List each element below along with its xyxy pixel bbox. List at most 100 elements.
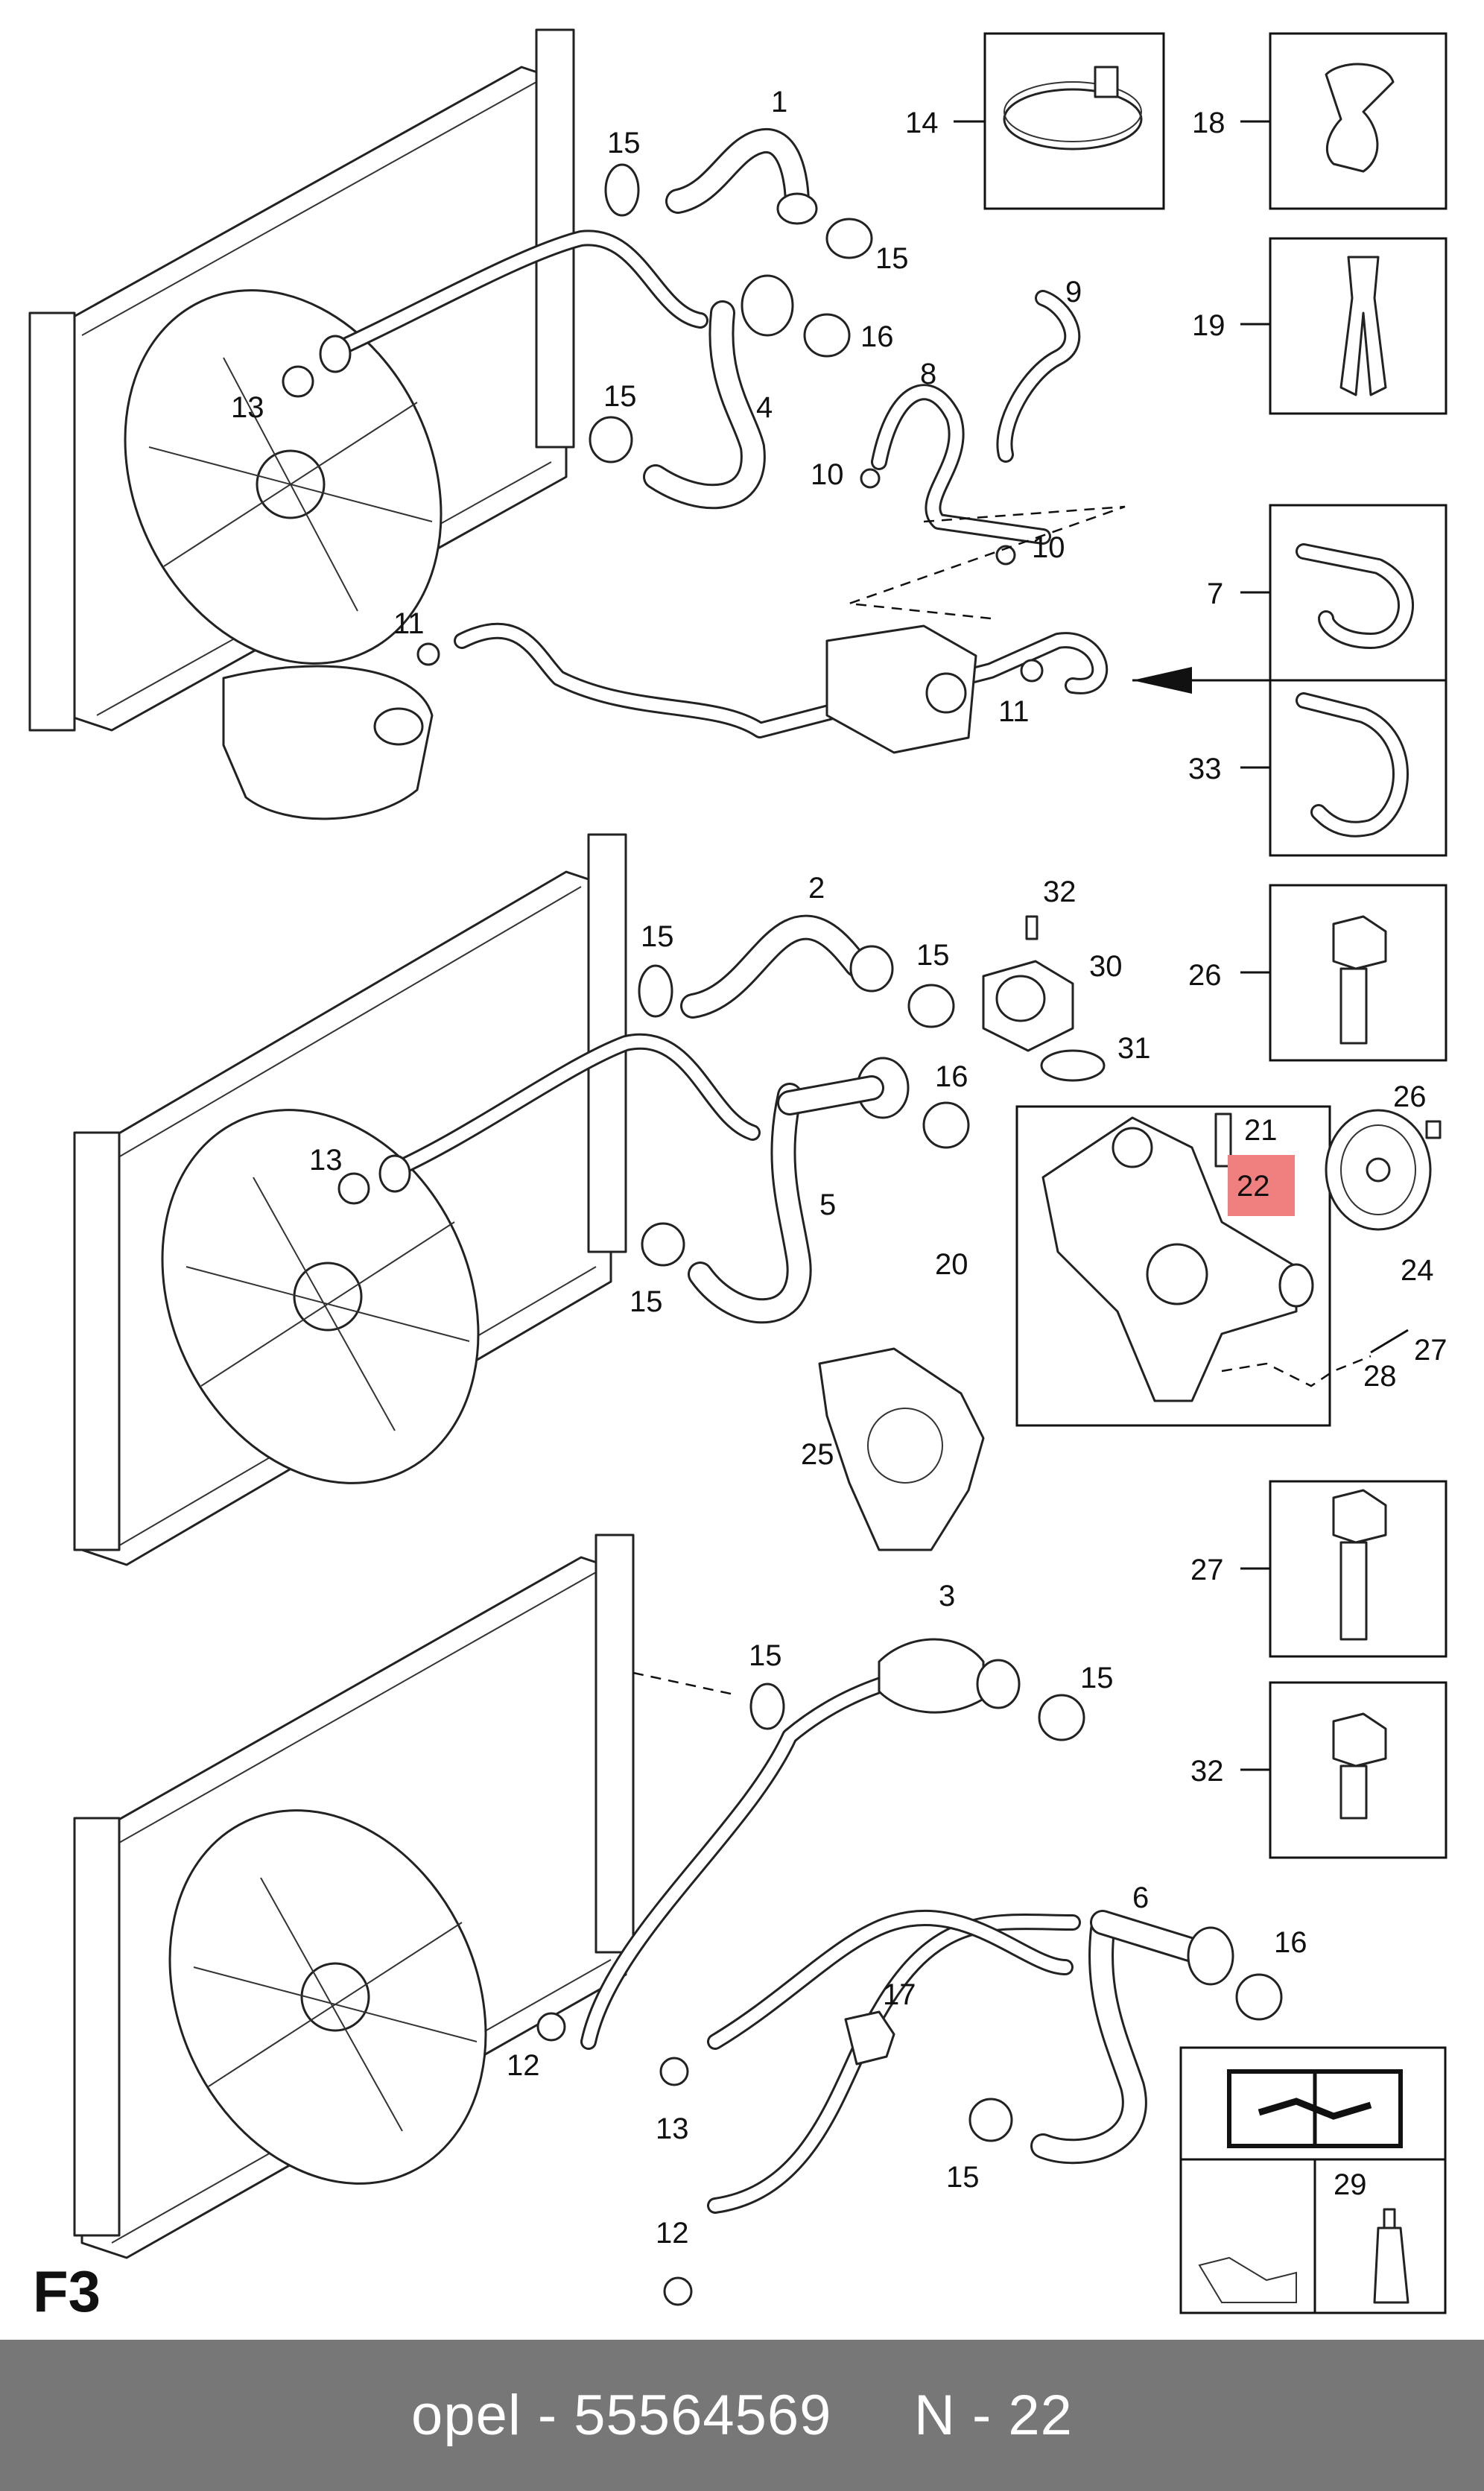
hose-3 (580, 1638, 1021, 2050)
callout-15: 15 (916, 939, 950, 972)
hose-4 (319, 230, 794, 510)
water-pump-20 (1041, 1116, 1314, 1402)
pulley-24 (1325, 1109, 1432, 1231)
clamp-10-top-a (860, 468, 881, 489)
callout-22: 22 (1237, 1170, 1270, 1203)
callout-15: 15 (607, 127, 641, 159)
callout-33: 33 (1188, 753, 1222, 785)
callout-31: 31 (1117, 1032, 1151, 1065)
callout-11: 11 (998, 695, 1030, 728)
callout-25: 25 (801, 1438, 834, 1471)
bolt-27-icon (1332, 1489, 1387, 1641)
bolt-32-mid (1025, 915, 1039, 940)
callout-15: 15 (1080, 1662, 1114, 1694)
clamp-13-top (282, 365, 314, 398)
callout-18: 18 (1192, 107, 1225, 139)
callout-15: 15 (603, 380, 637, 413)
hose-33-icon (1296, 692, 1409, 838)
clamp-15-top-c (589, 416, 633, 463)
callout-24: 24 (1401, 1254, 1434, 1287)
highlight-part-22 (1228, 1155, 1295, 1216)
callout-21: 21 (1244, 1114, 1278, 1147)
callout-12: 12 (507, 2049, 540, 2082)
callout-14: 14 (905, 107, 939, 139)
callout-16: 16 (935, 1060, 968, 1093)
callout-32: 32 (1190, 1755, 1224, 1788)
throttle-module (825, 624, 977, 754)
callout-16: 16 (860, 320, 894, 353)
clamp-15-bot-b (1038, 1694, 1085, 1741)
clamp-16-mid (922, 1101, 970, 1149)
callout-32: 32 (1043, 876, 1076, 908)
clamp-11-top-b (1020, 659, 1044, 683)
hose-11 (454, 622, 1109, 738)
clamp-15-mid-a (638, 964, 673, 1018)
clamp-17-bot (844, 2010, 895, 2066)
clamp-11-top-a (416, 642, 440, 666)
hose-1 (665, 128, 818, 225)
callout-10: 10 (1032, 531, 1065, 564)
thermostat-housing-30 (982, 960, 1074, 1052)
callout-6: 6 (1132, 1881, 1149, 1914)
callout-27: 27 (1414, 1334, 1447, 1367)
clamp-12-bot-b (663, 2276, 693, 2306)
callout-7: 7 (1207, 577, 1223, 610)
callout-10: 10 (811, 458, 844, 491)
callout-3: 3 (939, 1580, 955, 1612)
bolt-26-icon (1332, 915, 1387, 1045)
sensor-21 (1214, 1112, 1232, 1168)
hose-8 (871, 384, 1051, 545)
clamp-15-mid-c (641, 1222, 685, 1267)
callout-20: 20 (935, 1248, 968, 1281)
callout-4: 4 (756, 391, 773, 424)
callout-16: 16 (1274, 1926, 1307, 1959)
clamp-15-mid-b (907, 984, 955, 1028)
clamp-15-bot-c (968, 2098, 1013, 2142)
callout-19: 19 (1192, 309, 1225, 342)
hose-7-icon (1296, 543, 1414, 649)
callout-13: 13 (656, 2112, 689, 2145)
clamp-15-top-a (604, 163, 640, 217)
callout-26: 26 (1188, 959, 1222, 992)
callout-1: 1 (771, 86, 787, 118)
clamp-10-top-b (995, 545, 1016, 566)
hose-2 (680, 914, 894, 1019)
clip-18-icon (1325, 63, 1395, 173)
clamp-14-icon (1003, 66, 1143, 151)
callout-13: 13 (309, 1144, 343, 1177)
clamp-13-bot (659, 2057, 689, 2086)
hose-5 (378, 1033, 910, 1324)
clamp-16-top (803, 313, 851, 358)
gasket-25 (818, 1347, 985, 1551)
manual-book-icon (1227, 2069, 1403, 2148)
box-part-7 (1269, 504, 1447, 682)
radiator-assembly-bottom (73, 1533, 635, 2259)
part-reference-text: opel - 55564569 N - 22 (411, 2384, 1073, 2447)
clamp-16-bot (1235, 1973, 1283, 2021)
callout-2: 2 (808, 872, 825, 905)
gasket-31 (1040, 1049, 1106, 1082)
bolt-26-small (1425, 1120, 1442, 1139)
clamp-12-bot-a (536, 2012, 566, 2042)
callout-9: 9 (1065, 276, 1082, 308)
callout-30: 30 (1089, 950, 1123, 983)
callout-17: 17 (883, 1978, 916, 2011)
clamp-15-top-b (825, 218, 873, 259)
callout-11: 11 (393, 607, 425, 640)
callout-15: 15 (875, 242, 909, 275)
callout-labels: 1 15 15 16 4 15 13 8 9 10 10 11 11 14 18… (231, 86, 1447, 2250)
parts-diagram: 1 15 15 16 4 15 13 8 9 10 10 11 11 14 18… (28, 28, 1447, 2314)
callout-29: 29 (1334, 2168, 1367, 2201)
callout-12: 12 (656, 2217, 689, 2250)
arrow-head (1132, 667, 1192, 694)
section-code: F3 (33, 2259, 101, 2324)
callout-15: 15 (749, 1639, 782, 1672)
oil-can-icon (1198, 2256, 1297, 2303)
callout-15: 15 (641, 920, 674, 953)
hose-9 (996, 290, 1081, 463)
clamp-15-bot-a (749, 1683, 785, 1730)
clip-19-icon (1339, 256, 1387, 396)
callout-5: 5 (819, 1188, 836, 1221)
callout-28: 28 (1363, 1360, 1397, 1393)
expansion-tank (222, 665, 434, 820)
